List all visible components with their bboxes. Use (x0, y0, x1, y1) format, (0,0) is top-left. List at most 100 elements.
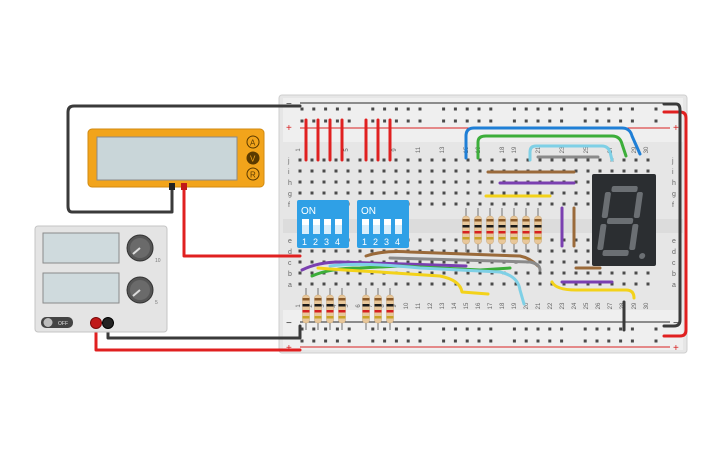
breadboard-hole[interactable] (358, 282, 362, 286)
breadboard-hole[interactable] (394, 282, 398, 286)
breadboard-hole[interactable] (442, 249, 446, 253)
breadboard-hole[interactable] (526, 282, 530, 286)
breadboard-hole[interactable] (466, 260, 470, 264)
rail-hole[interactable] (324, 339, 328, 343)
breadboard-hole[interactable] (550, 202, 554, 206)
breadboard-hole[interactable] (346, 191, 350, 195)
breadboard-hole[interactable] (634, 169, 638, 173)
breadboard-hole[interactable] (622, 271, 626, 275)
rail-hole[interactable] (335, 339, 339, 343)
breadboard-hole[interactable] (562, 238, 566, 242)
breadboard-hole[interactable] (322, 191, 326, 195)
breadboard-hole[interactable] (454, 202, 458, 206)
rail-hole[interactable] (383, 107, 387, 111)
rail-hole[interactable] (560, 119, 564, 123)
breadboard-hole[interactable] (370, 169, 374, 173)
breadboard-hole[interactable] (562, 202, 566, 206)
breadboard-hole[interactable] (454, 238, 458, 242)
rail-hole[interactable] (595, 339, 599, 343)
rail-hole[interactable] (300, 107, 304, 111)
rail-hole[interactable] (524, 339, 528, 343)
rail-hole[interactable] (453, 339, 457, 343)
breadboard-hole[interactable] (394, 260, 398, 264)
breadboard-hole[interactable] (574, 238, 578, 242)
breadboard-hole[interactable] (538, 260, 542, 264)
rail-hole[interactable] (312, 119, 316, 123)
rail-hole[interactable] (512, 327, 516, 331)
rail-hole[interactable] (583, 119, 587, 123)
breadboard-hole[interactable] (646, 282, 650, 286)
resistor[interactable] (486, 208, 494, 252)
rail-hole[interactable] (465, 339, 469, 343)
rail-hole[interactable] (595, 107, 599, 111)
breadboard-hole[interactable] (574, 260, 578, 264)
rail-hole[interactable] (347, 339, 351, 343)
rail-hole[interactable] (312, 107, 316, 111)
breadboard-hole[interactable] (418, 191, 422, 195)
rail-hole[interactable] (394, 327, 398, 331)
breadboard-hole[interactable] (526, 271, 530, 275)
breadboard-hole[interactable] (550, 271, 554, 275)
breadboard-hole[interactable] (574, 169, 578, 173)
breadboard-hole[interactable] (550, 238, 554, 242)
breadboard-hole[interactable] (430, 282, 434, 286)
breadboard-hole[interactable] (442, 238, 446, 242)
rail-hole[interactable] (406, 339, 410, 343)
breadboard-hole[interactable] (514, 202, 518, 206)
breadboard-hole[interactable] (430, 158, 434, 162)
dip-key[interactable] (373, 219, 380, 234)
breadboard-hole[interactable] (298, 169, 302, 173)
breadboard-hole[interactable] (358, 180, 362, 184)
rail-hole[interactable] (371, 107, 375, 111)
breadboard-hole[interactable] (466, 180, 470, 184)
breadboard-hole[interactable] (478, 180, 482, 184)
resistor[interactable] (314, 288, 322, 330)
dip-key-slider[interactable] (313, 219, 320, 225)
rail-hole[interactable] (453, 107, 457, 111)
breadboard-hole[interactable] (418, 158, 422, 162)
breadboard-hole[interactable] (454, 260, 458, 264)
breadboard-hole[interactable] (514, 271, 518, 275)
breadboard-hole[interactable] (514, 282, 518, 286)
rail-hole[interactable] (619, 339, 623, 343)
breadboard-hole[interactable] (538, 271, 542, 275)
breadboard-hole[interactable] (430, 238, 434, 242)
breadboard-hole[interactable] (502, 249, 506, 253)
rail-hole[interactable] (418, 339, 422, 343)
breadboard-hole[interactable] (550, 260, 554, 264)
breadboard-hole[interactable] (454, 169, 458, 173)
breadboard-hole[interactable] (514, 158, 518, 162)
breadboard-hole[interactable] (382, 282, 386, 286)
rail-hole[interactable] (630, 327, 634, 331)
dip-key-slider[interactable] (373, 219, 380, 225)
breadboard-hole[interactable] (430, 169, 434, 173)
breadboard-hole[interactable] (478, 271, 482, 275)
resistor[interactable] (302, 288, 310, 330)
rail-hole[interactable] (465, 107, 469, 111)
rail-hole[interactable] (335, 107, 339, 111)
breadboard-hole[interactable] (382, 180, 386, 184)
dip-key[interactable] (324, 219, 331, 234)
rail-hole[interactable] (489, 107, 493, 111)
dip-key[interactable] (302, 219, 309, 234)
rail-hole[interactable] (560, 107, 564, 111)
dip-switch-1-keys[interactable] (302, 219, 342, 234)
rail-hole[interactable] (418, 107, 422, 111)
breadboard-hole[interactable] (406, 191, 410, 195)
rail-hole[interactable] (536, 339, 540, 343)
breadboard-hole[interactable] (574, 191, 578, 195)
breadboard-hole[interactable] (394, 158, 398, 162)
breadboard-hole[interactable] (526, 202, 530, 206)
breadboard-hole[interactable] (586, 158, 590, 162)
rail-hole[interactable] (371, 119, 375, 123)
breadboard-hole[interactable] (646, 271, 650, 275)
breadboard-hole[interactable] (442, 282, 446, 286)
breadboard-hole[interactable] (346, 249, 350, 253)
breadboard-hole[interactable] (574, 158, 578, 162)
breadboard-hole[interactable] (538, 191, 542, 195)
breadboard-hole[interactable] (634, 158, 638, 162)
rail-hole[interactable] (654, 327, 658, 331)
breadboard-hole[interactable] (442, 191, 446, 195)
breadboard-hole[interactable] (346, 180, 350, 184)
dip-key[interactable] (335, 219, 342, 234)
